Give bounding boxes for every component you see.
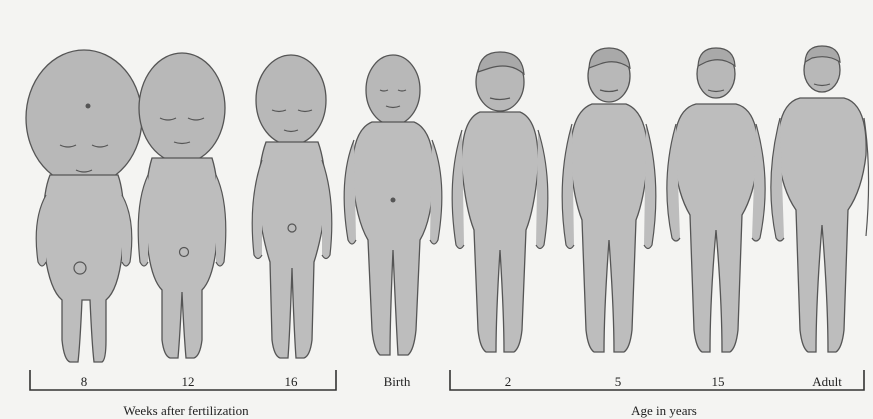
stage-label-8: 8 [81,374,88,390]
figure-age-2 [452,52,548,352]
stage-label-2: 2 [505,374,512,390]
figure-16-weeks [252,55,332,358]
stage-label-5: 5 [615,374,622,390]
group-label-postnatal: Age in years [631,403,697,419]
figure-adult [771,46,869,352]
stage-label-12: 12 [182,374,195,390]
stage-label-adult: Adult [812,374,842,390]
figure-8-weeks [26,50,142,362]
stage-label-birth: Birth [384,374,411,390]
stage-label-16: 16 [285,374,298,390]
figure-age-15 [667,48,765,352]
group-label-prenatal: Weeks after fertilization [123,403,248,419]
figure-12-weeks [138,53,226,358]
postnatal-bracket [450,370,864,390]
figure-age-5 [562,48,656,352]
stage-label-15: 15 [712,374,725,390]
figure-birth [344,55,442,355]
